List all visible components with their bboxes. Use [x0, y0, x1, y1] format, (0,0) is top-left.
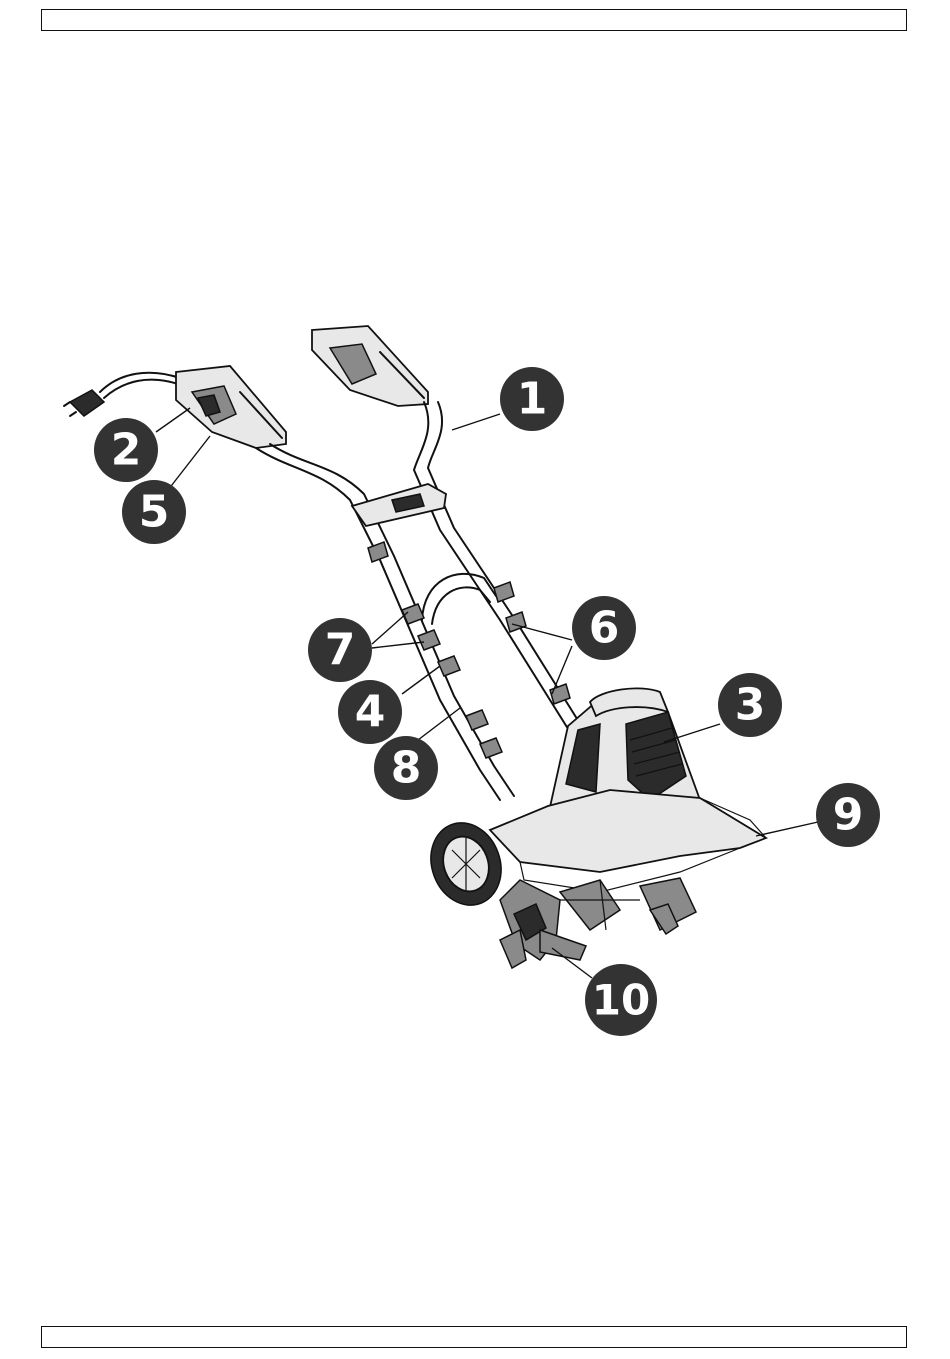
- callout-label: 9: [833, 790, 864, 841]
- power-cable: [64, 373, 180, 416]
- left-handle: [176, 366, 286, 448]
- callout-label: 8: [391, 743, 422, 794]
- callout-label: 1: [517, 374, 548, 425]
- callout-7: 7: [308, 618, 372, 682]
- right-handle: [312, 326, 428, 406]
- callout-label: 2: [111, 425, 142, 476]
- callout-10: 10: [585, 964, 657, 1036]
- callout-2: 2: [94, 418, 158, 482]
- handle-bars: [256, 402, 589, 800]
- callout-5: 5: [122, 480, 186, 544]
- callout-label: 6: [589, 603, 620, 654]
- callout-label: 10: [592, 976, 650, 1025]
- callout-label: 7: [325, 625, 356, 676]
- callout-1: 1: [500, 367, 564, 431]
- callout-8: 8: [374, 736, 438, 800]
- callout-9: 9: [816, 783, 880, 847]
- callout-label: 3: [735, 680, 766, 731]
- callout-6: 6: [572, 596, 636, 660]
- callout-3: 3: [718, 673, 782, 737]
- tine-guard: [490, 790, 766, 892]
- callout-label: 4: [355, 687, 386, 738]
- callout-label: 5: [139, 487, 170, 538]
- tines: [500, 878, 696, 968]
- callout-4: 4: [338, 680, 402, 744]
